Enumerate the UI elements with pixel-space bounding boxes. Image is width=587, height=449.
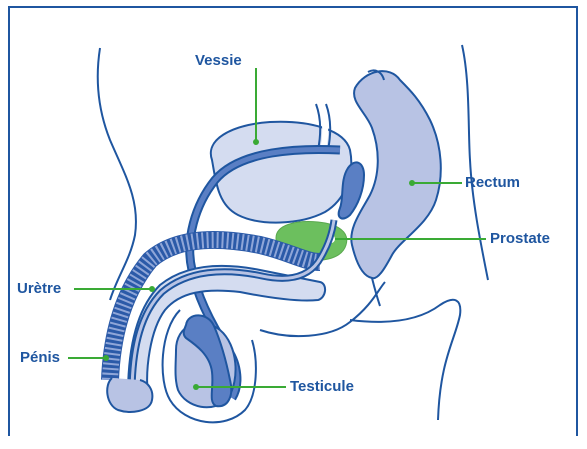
rectum-leader-dot	[409, 180, 415, 186]
penis-leader-dot	[103, 355, 109, 361]
label-uretre: Urètre	[17, 280, 61, 298]
label-prostate: Prostate	[490, 230, 550, 248]
glans	[107, 378, 152, 412]
uretre-leader-dot	[149, 286, 155, 292]
body-contour-back	[462, 45, 488, 280]
label-testicule: Testicule	[290, 378, 354, 396]
label-rectum: Rectum	[465, 174, 520, 192]
vessie-leader-dot	[253, 139, 259, 145]
label-penis: Pénis	[20, 349, 60, 367]
testicule-leader-dot	[193, 384, 199, 390]
buttock-contour	[350, 300, 460, 420]
body-contour-front	[98, 48, 136, 300]
label-vessie: Vessie	[195, 52, 242, 70]
